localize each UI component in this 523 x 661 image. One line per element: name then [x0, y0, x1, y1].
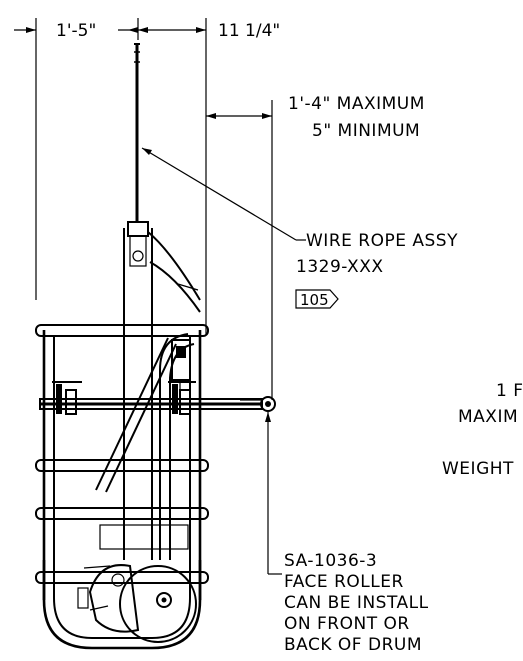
wire-rope-leader: WIRE ROPE ASSY 1329-XXX — [141, 147, 458, 277]
basket-frame — [35, 221, 209, 650]
clipped-note-3: WEIGHT — [442, 459, 514, 479]
roller-label-2: FACE ROLLER — [284, 572, 404, 592]
roller-label-4: ON FRONT OR — [284, 614, 410, 634]
roller-label-1: SA-1036-3 — [284, 551, 377, 571]
drum-assembly — [77, 524, 197, 643]
dim-offset-min-text: 5" MINIMUM — [312, 121, 420, 141]
clipped-notes: 1 F MAXIM WEIGHT — [442, 381, 523, 479]
face-roller-leader: SA-1036-3 FACE ROLLER CAN BE INSTALL ON … — [265, 412, 429, 655]
clipped-note-1: 1 F — [496, 381, 523, 401]
dimension-offset: 1'-4" MAXIMUM 5" MINIMUM — [206, 94, 425, 400]
wire-rope — [134, 43, 140, 222]
dim-width-right-text: 11 1/4" — [218, 21, 280, 41]
clipped-note-2: MAXIM — [458, 407, 518, 427]
roller-label-5: BACK OF DRUM — [284, 635, 422, 655]
ref-tag-105: 105 — [295, 289, 339, 309]
dim-width-left-text: 1'-5" — [56, 21, 96, 41]
wire-rope-label-2: 1329-XXX — [296, 257, 384, 277]
roller-label-3: CAN BE INSTALL — [284, 593, 429, 613]
roller-bar — [39, 381, 276, 415]
dimension-width-left: 1'-5" — [14, 18, 138, 300]
wire-rope-label-1: WIRE ROPE ASSY — [306, 231, 458, 251]
ref-tag-text: 105 — [300, 291, 329, 309]
dimension-width-right: 11 1/4" — [137, 18, 280, 335]
dim-offset-max-text: 1'-4" MAXIMUM — [288, 94, 425, 114]
